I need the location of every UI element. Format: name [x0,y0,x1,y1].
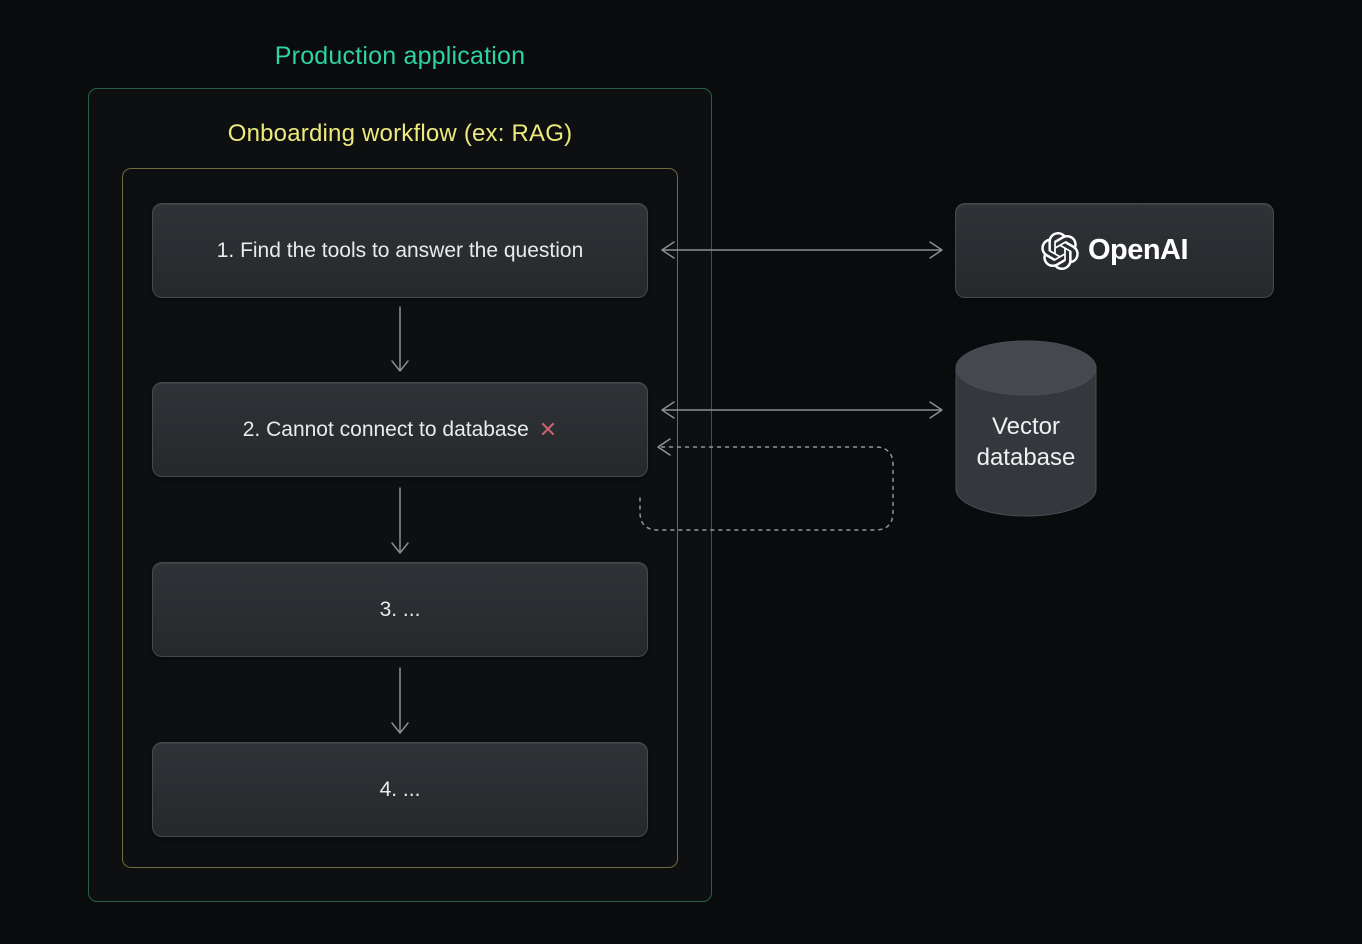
production-application-title: Production application [274,42,526,70]
step-2-box: 2. Cannot connect to database ✕ [152,382,648,477]
vector-database-label: Vector database [976,412,1076,471]
step-2-label: 2. Cannot connect to database [242,417,529,441]
step-4-box: 4. ... [152,742,648,837]
step-1-label: 1. Find the tools to answer the question [216,238,584,262]
database-cylinder-shape [955,340,1097,517]
step-1-box: 1. Find the tools to answer the question [152,203,648,298]
error-x-icon: ✕ [538,416,558,442]
openai-logo-icon [1041,231,1079,270]
onboarding-workflow-title: Onboarding workflow (ex: RAG) [227,120,573,147]
vector-database-cylinder: Vector database [955,340,1097,517]
step-3-box: 3. ... [152,562,648,657]
openai-card: OpenAI [955,203,1274,298]
openai-label: OpenAI [1087,234,1189,266]
step-4-label: 4. ... [379,777,421,801]
step-3-label: 3. ... [379,597,421,621]
